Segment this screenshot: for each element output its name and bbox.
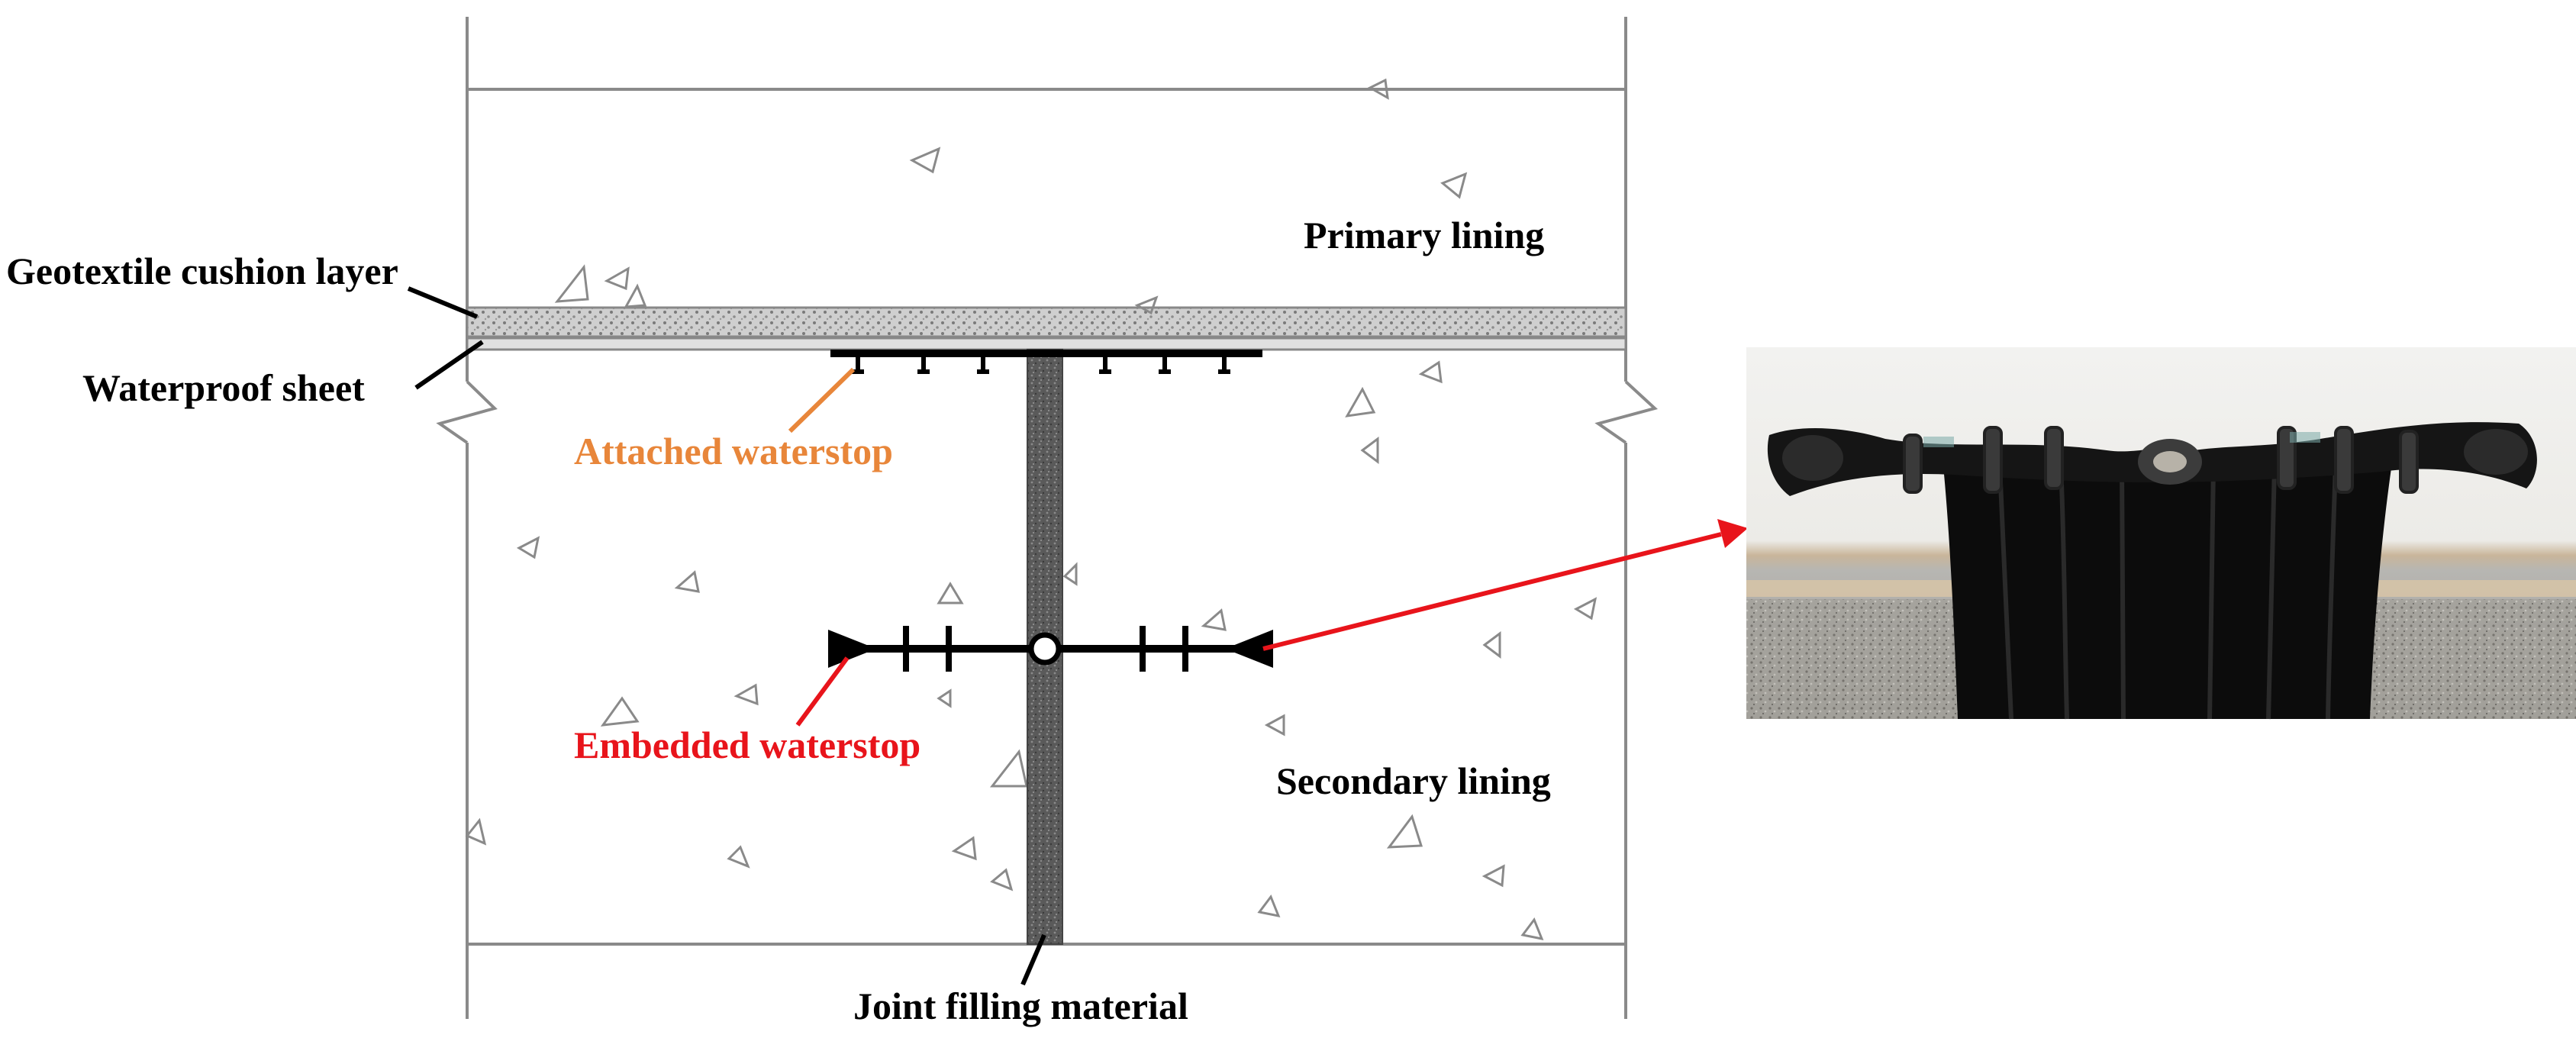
waterproof-sheet-layer: [466, 337, 1627, 351]
label-joint-filling: Joint filling material: [853, 985, 1188, 1027]
leader-lines: [407, 286, 1046, 986]
rubber-waterstop-photo: [1746, 347, 2576, 720]
label-geotextile: Geotextile cushion layer: [6, 250, 398, 292]
label-embedded-waterstop: Embedded waterstop: [574, 724, 920, 766]
arrow-to-photo: [1262, 519, 1748, 651]
label-primary-lining: Primary lining: [1304, 214, 1544, 256]
frame-lines: [436, 17, 1659, 1019]
label-waterproof-sheet: Waterproof sheet: [82, 366, 365, 409]
geotextile-layer: [466, 306, 1627, 338]
embedded-waterstop: [828, 626, 1273, 672]
label-secondary-lining: Secondary lining: [1276, 759, 1551, 802]
label-attached-waterstop: Attached waterstop: [574, 430, 893, 472]
aggregate-triangles: [465, 78, 1598, 941]
attached-waterstop: [830, 350, 1262, 374]
